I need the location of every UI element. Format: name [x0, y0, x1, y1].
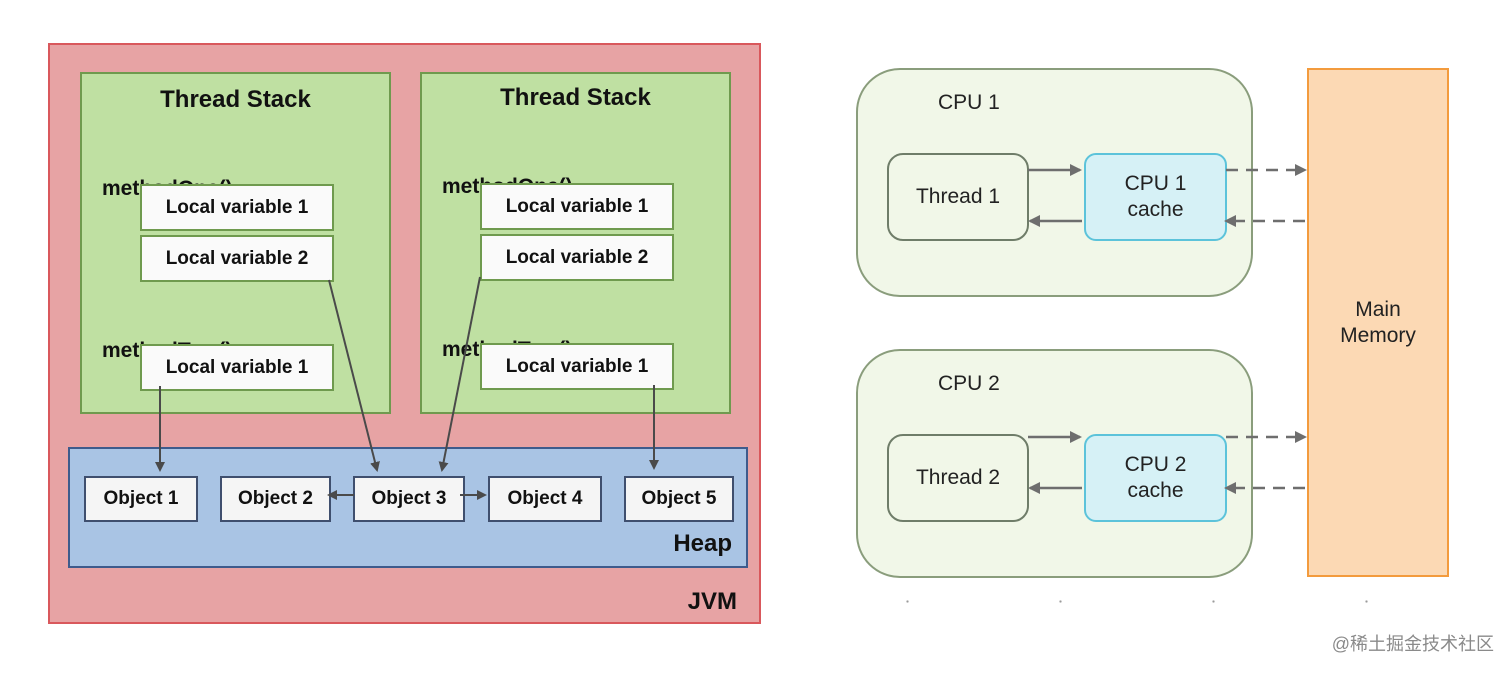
thread-stack-title: Thread Stack	[160, 86, 311, 113]
cpu-2-box: CPU 2 Thread 2 CPU 2 cache	[856, 349, 1253, 578]
jvm-box: Thread Stack methodOne() Local variable …	[48, 43, 761, 624]
heap-label: Heap	[673, 530, 732, 557]
local-variable-box: Local variable 1	[140, 344, 334, 391]
thread-stack-title: Thread Stack	[500, 84, 651, 111]
cpu-1-box: CPU 1 Thread 1 CPU 1 cache	[856, 68, 1253, 297]
cpu-cache-box: CPU 1 cache	[1084, 153, 1227, 241]
heap-object-3: Object 3	[353, 476, 465, 522]
heap-object-2: Object 2	[220, 476, 331, 522]
jvm-label: JVM	[687, 588, 737, 615]
cpu-label: CPU 1	[938, 91, 1000, 114]
arrow-var-to-object-3	[328, 279, 380, 472]
cache-title: CPU 1	[1124, 172, 1187, 195]
heap-object-4: Object 4	[488, 476, 602, 522]
main-memory-box: Main Memory	[1307, 68, 1449, 577]
thread-box: Thread 2	[887, 434, 1029, 522]
main-memory-subtitle: Memory	[1340, 323, 1416, 347]
watermark: @稀土掘金技术社区	[1331, 634, 1494, 654]
thread-stack-2: Thread Stack methodOne() Local variable …	[420, 72, 731, 414]
heap-box: Object 1 Object 2 Object 3 Object 4 Obje…	[68, 447, 748, 568]
cache-subtitle: cache	[1127, 198, 1184, 221]
main-memory-title: Main	[1355, 297, 1401, 321]
thread-stack-1: Thread Stack methodOne() Local variable …	[80, 72, 391, 414]
cpu-label: CPU 2	[938, 372, 1000, 395]
local-variable-box: Local variable 1	[480, 183, 674, 230]
local-variable-box: Local variable 1	[140, 184, 334, 231]
local-variable-box: Local variable 1	[480, 343, 674, 390]
local-variable-box: Local variable 2	[480, 234, 674, 281]
cpu-cache-box: CPU 2 cache	[1084, 434, 1227, 522]
local-variable-box: Local variable 2	[140, 235, 334, 282]
heap-object-5: Object 5	[624, 476, 734, 522]
cache-subtitle: cache	[1127, 479, 1184, 502]
heap-object-1: Object 1	[84, 476, 198, 522]
cache-title: CPU 2	[1124, 453, 1187, 476]
thread-box: Thread 1	[887, 153, 1029, 241]
arrow-var-to-object-3	[438, 276, 481, 472]
